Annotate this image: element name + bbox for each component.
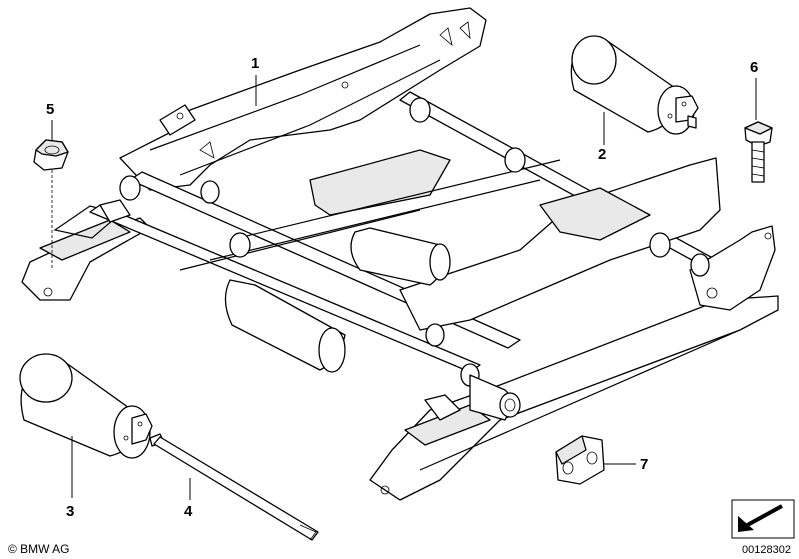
callout-2: 2: [598, 146, 606, 163]
callout-5: 5: [46, 101, 54, 118]
bolt-6[interactable]: [744, 121, 773, 183]
callout-6: 6: [750, 59, 758, 76]
hex-nut-5[interactable]: [33, 139, 69, 171]
flexible-shaft-4[interactable]: [149, 433, 319, 541]
arrow-icon[interactable]: [731, 499, 795, 539]
bracket-clip-7[interactable]: [555, 435, 605, 485]
callout-7: 7: [640, 456, 648, 473]
copyright-text: © BMW AG: [8, 542, 70, 556]
motor-2[interactable]: [570, 35, 699, 135]
callout-1: 1: [251, 55, 259, 72]
callout-3: 3: [66, 503, 74, 520]
motor-3[interactable]: [19, 353, 153, 459]
document-number: 00128302: [742, 544, 791, 556]
callout-4: 4: [184, 503, 193, 520]
seat-frame-assembly[interactable]: [21, 7, 779, 501]
leader-lines: [51, 75, 757, 500]
